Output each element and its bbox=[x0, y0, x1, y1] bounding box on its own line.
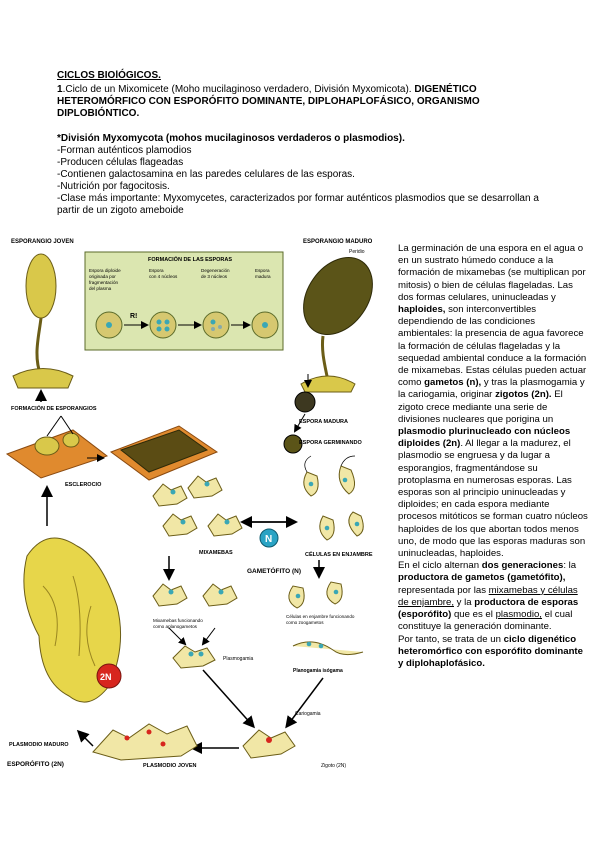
header-block: CICLOS BIOlÓGICOS. 1.Ciclo de un Mixomic… bbox=[57, 70, 547, 217]
division-item: -Producen células flageadas bbox=[57, 157, 184, 168]
svg-text:ESPORA GERMINANDO: ESPORA GERMINANDO bbox=[299, 440, 362, 446]
label-formacion-esporas: FORMACIÓN DE LAS ESPORAS bbox=[148, 255, 232, 263]
sporangia-formation: FORMACIÓN DE ESPORANGIOS bbox=[5, 404, 109, 479]
division-item: -Contienen galactosamina en las paredes … bbox=[57, 169, 355, 180]
spore-row: R! bbox=[95, 311, 279, 339]
plasmogamy: Plasmogamia Planogamia isógama bbox=[168, 627, 364, 674]
zygote: Cariogamia Zigoto (2N) bbox=[190, 669, 346, 769]
label-peridio: Peridio bbox=[349, 249, 365, 255]
division-heading: *División Myxomycota (mohos mucilaginoso… bbox=[57, 133, 405, 144]
life-cycle-diagram: ESPORANGIO JOVEN FORMACIÓN DE LAS ESPORA… bbox=[5, 239, 373, 769]
spore-mature: ESPORA MADURA ESPORA GERMINANDO bbox=[283, 374, 362, 454]
young-plasmodium: PLASMODIO JOVEN bbox=[92, 723, 198, 769]
intro-number: 1 bbox=[57, 84, 63, 95]
paragraph-1: La germinación de una espora en el agua … bbox=[398, 243, 588, 560]
svg-text:Plasmogamia: Plasmogamia bbox=[223, 656, 254, 662]
intro-plain: .Ciclo de un Mixomicete (Moho mucilagino… bbox=[62, 84, 415, 95]
svg-text:ESCLEROCIO: ESCLEROCIO bbox=[65, 482, 102, 488]
svg-text:Cariogamia: Cariogamia bbox=[295, 711, 321, 717]
division-item: -Forman auténticos plamodios bbox=[57, 145, 192, 156]
myxamoebae: MIXAMEBAS bbox=[152, 475, 243, 556]
label-esporangio-maduro: ESPORANGIO MADURO bbox=[303, 239, 373, 245]
division-item: -Clase más importante: Myxomycetes, cara… bbox=[57, 193, 539, 216]
svg-text:Planogamia isógama: Planogamia isógama bbox=[293, 668, 343, 674]
spore-formation-box: FORMACIÓN DE LAS ESPORAS Espora diploide… bbox=[84, 251, 284, 351]
label-r: R! bbox=[130, 313, 137, 320]
swarm-cells: CÉLULAS EN ENJAMBRE bbox=[303, 455, 373, 558]
intro-paragraph: 1.Ciclo de un Mixomicete (Moho mucilagin… bbox=[57, 84, 547, 120]
division-item: -Nutrición por fagocitosis. bbox=[57, 181, 170, 192]
svg-text:MIXAMEBAS: MIXAMEBAS bbox=[199, 550, 233, 556]
badge-n: N bbox=[265, 534, 272, 545]
mature-sporangium: ESPORANGIO MADURO Peridio bbox=[300, 239, 373, 393]
badge-2n: 2N bbox=[100, 672, 112, 682]
explanation-text: La germinación de una espora en el agua … bbox=[398, 243, 590, 670]
svg-text:CÉLULAS EN ENJAMBRE: CÉLULAS EN ENJAMBRE bbox=[305, 550, 373, 558]
svg-text:Zigoto (2N): Zigoto (2N) bbox=[321, 763, 346, 769]
svg-text:GAMETÓFITO (N): GAMETÓFITO (N) bbox=[247, 566, 301, 575]
gametophyte-marker: N GAMETÓFITO (N) bbox=[240, 516, 301, 575]
svg-text:PLASMODIO MADURO: PLASMODIO MADURO bbox=[9, 742, 69, 748]
label-esporangio-joven: ESPORANGIO JOVEN bbox=[11, 239, 74, 245]
paragraph-2: En el ciclo alternan dos generaciones: l… bbox=[398, 560, 579, 633]
svg-text:PLASMODIO JOVEN: PLASMODIO JOVEN bbox=[143, 763, 197, 769]
intro-bold: DIGENÉTICO HETEROMÓRFICO CON ESPORÓFITO … bbox=[57, 84, 480, 119]
svg-text:ESPORÓFITO (2N): ESPORÓFITO (2N) bbox=[7, 759, 64, 768]
svg-text:FORMACIÓN DE ESPORANGIOS: FORMACIÓN DE ESPORANGIOS bbox=[11, 404, 97, 412]
sclerotium: ESCLEROCIO bbox=[65, 425, 219, 488]
page-title: CICLOS BIOlÓGICOS. bbox=[57, 70, 161, 81]
svg-text:ESPORA MADURA: ESPORA MADURA bbox=[299, 419, 348, 425]
young-sporangium: ESPORANGIO JOVEN bbox=[11, 239, 74, 389]
mature-plasmodium: 2N PLASMODIO MADURO ESPORÓFITO (2N) bbox=[7, 389, 122, 768]
paragraph-3: Por tanto, se trata de un ciclo digenéti… bbox=[398, 633, 583, 669]
